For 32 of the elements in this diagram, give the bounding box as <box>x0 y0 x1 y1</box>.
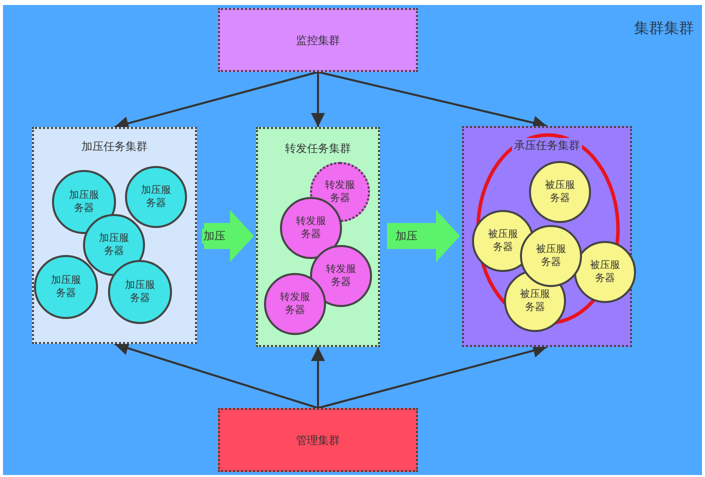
block-arrow <box>204 210 254 262</box>
server-label: 被压服务器 <box>536 243 566 269</box>
server-label: 被压服务器 <box>488 228 518 254</box>
cluster-title: 转发任务集群 <box>283 141 353 156</box>
server-label: 被压服务器 <box>590 259 620 285</box>
arrow <box>311 347 325 408</box>
server-label: 加压服务器 <box>98 232 130 258</box>
server-label: 转发服务器 <box>324 179 356 205</box>
arrow <box>311 72 325 127</box>
cluster-panel <box>32 127 197 344</box>
server-label: 加压服务器 <box>68 189 100 215</box>
server-label: 被压服务器 <box>544 179 576 205</box>
cluster-box <box>218 8 418 72</box>
edge-label: 加压 <box>393 228 420 244</box>
corner-title: 集群集群 <box>634 19 694 38</box>
cluster-title: 加压任务集群 <box>80 139 150 154</box>
server-label: 被压服务器 <box>520 288 550 314</box>
cluster-label: 管理集群 <box>296 432 340 448</box>
cluster-panel <box>256 127 380 347</box>
cluster-label: 监控集群 <box>296 32 340 48</box>
server-label: 转发服务器 <box>326 263 356 289</box>
edge-label: 加压 <box>202 228 228 244</box>
block-arrow <box>387 210 460 262</box>
server-label: 加压服务器 <box>140 184 172 210</box>
server-label: 转发服务器 <box>280 291 310 317</box>
server-label: 加压服务器 <box>124 279 156 305</box>
server-label: 转发服务器 <box>296 215 326 241</box>
server-circle <box>34 255 98 319</box>
cluster-box <box>218 408 418 472</box>
server-label: 加压服务器 <box>50 274 82 300</box>
arrow <box>114 342 318 409</box>
cluster-title: 承压任务集群 <box>512 138 582 153</box>
